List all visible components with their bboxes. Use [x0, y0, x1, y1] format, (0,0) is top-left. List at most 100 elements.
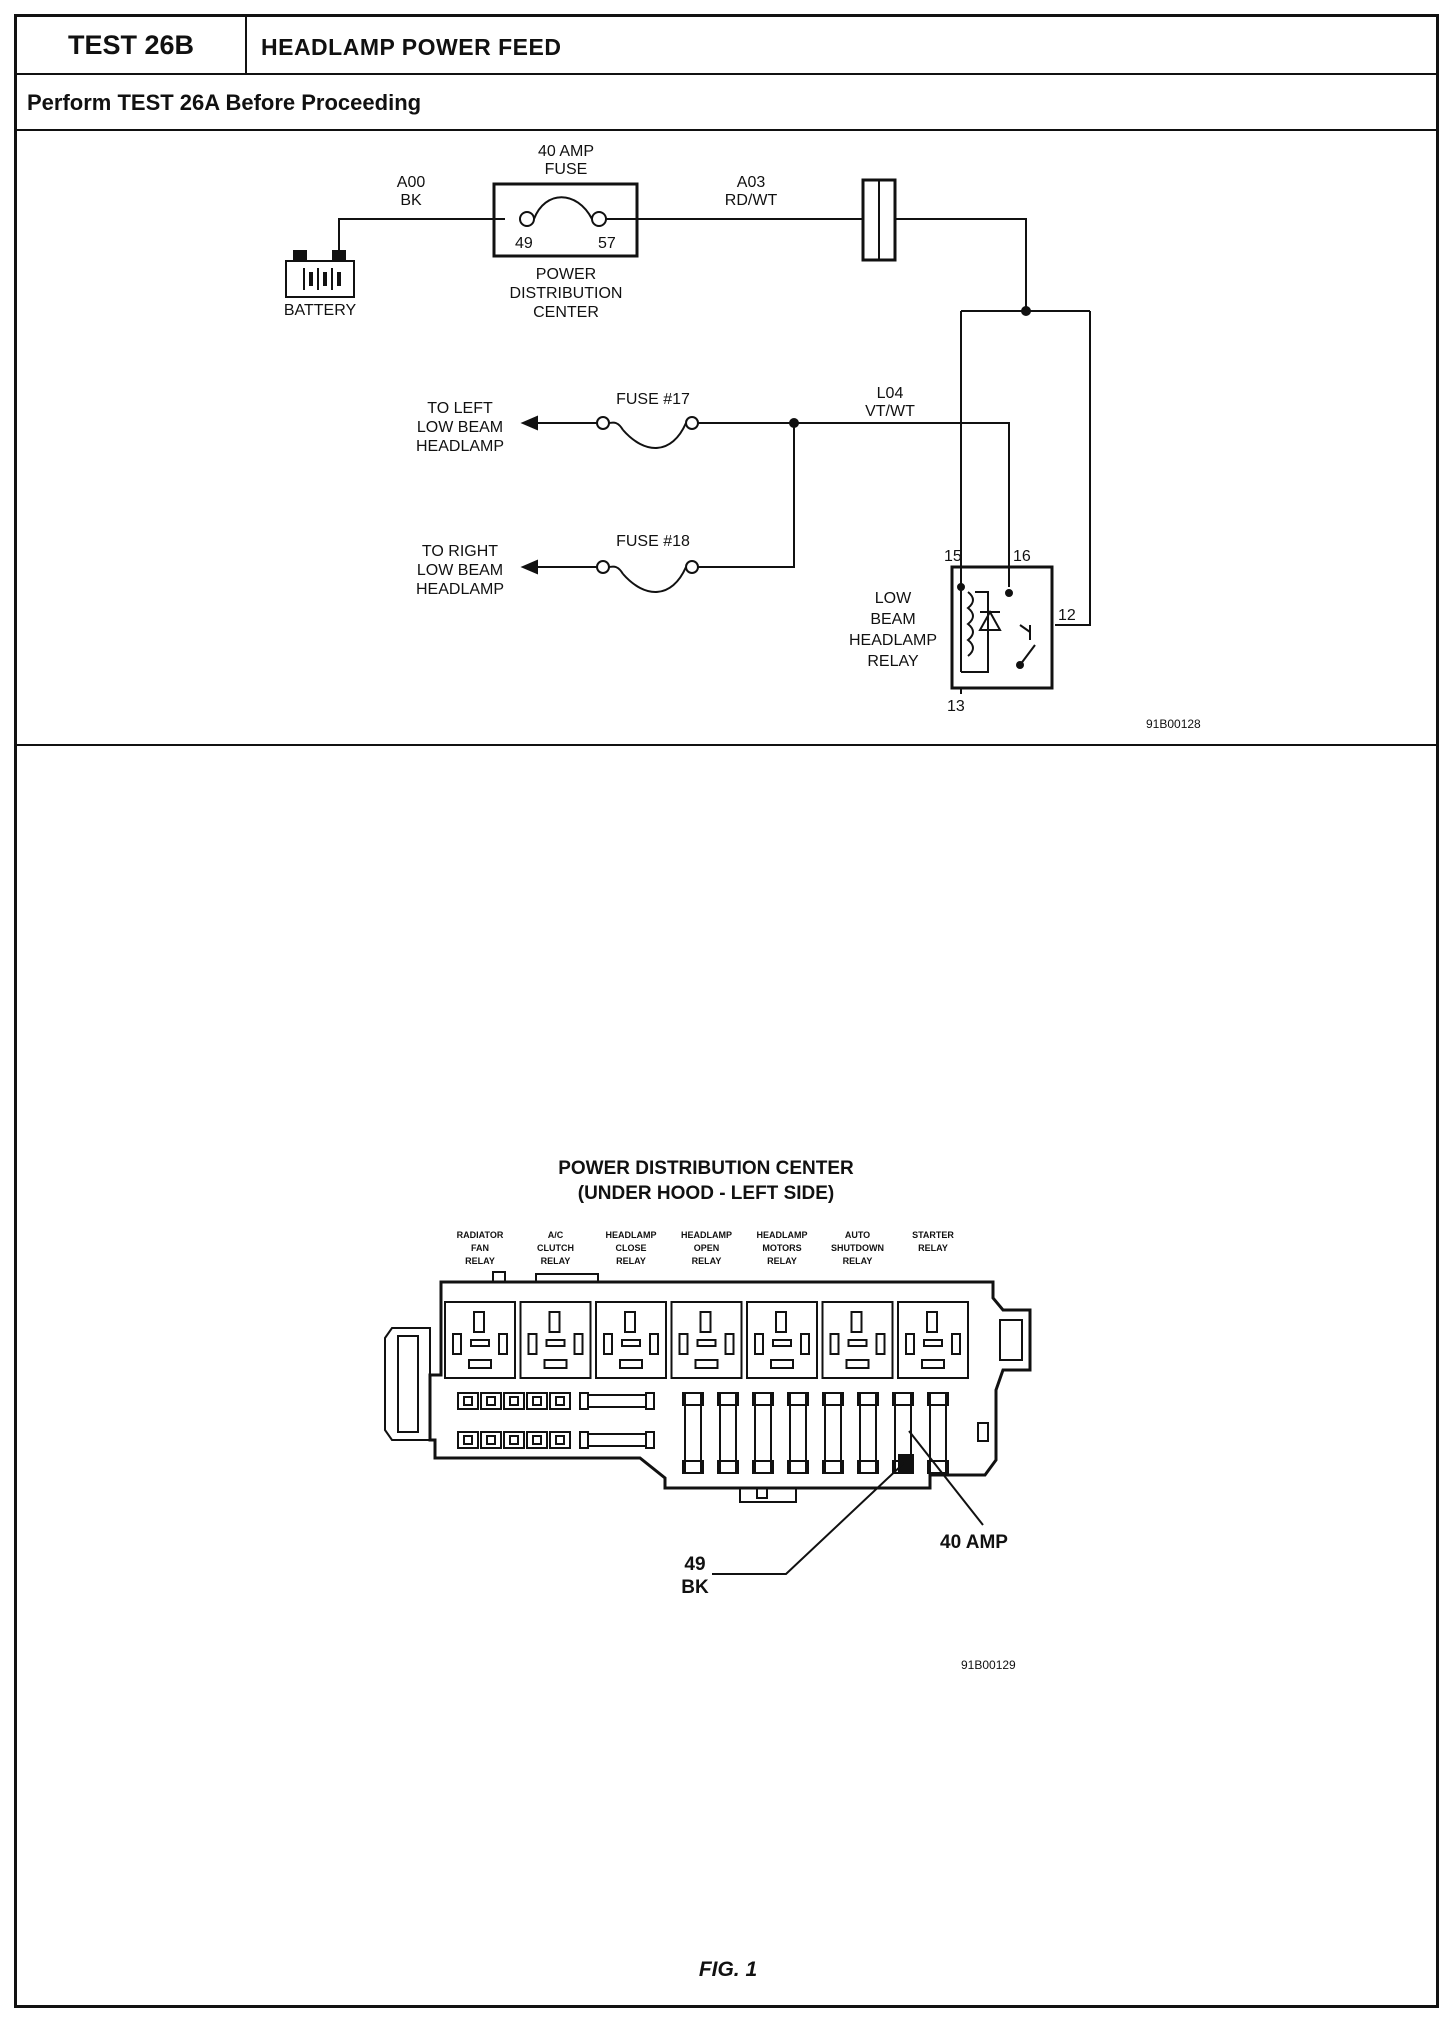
- battery-symbol: [285, 250, 355, 298]
- relay-label-line: CLUTCH: [537, 1243, 574, 1253]
- fuse-40-pin-in: 49: [515, 235, 533, 252]
- mini-fuse: [457, 1431, 479, 1449]
- maxi-fuse: [787, 1392, 809, 1474]
- fuse-17-label: FUSE #17: [616, 391, 690, 408]
- relay-label-line: RELAY: [616, 1256, 646, 1266]
- relay-label-line: RADIATOR: [457, 1230, 504, 1240]
- fuse-rows: [457, 1392, 949, 1474]
- header-row: TEST 26B HEADLAMP POWER FEED: [17, 17, 1436, 75]
- mini-fuse: [549, 1431, 571, 1449]
- relay-socket: [519, 1301, 592, 1379]
- panel-divider: [17, 744, 1436, 746]
- relay-label-line: CLOSE: [615, 1243, 646, 1253]
- wire-a03-circuit: A03: [737, 174, 766, 191]
- test-title: HEADLAMP POWER FEED: [261, 34, 562, 60]
- header-divider: [17, 129, 1436, 131]
- test-number: TEST 26B: [17, 17, 247, 73]
- fuse-17: [535, 416, 794, 449]
- wire-a03-continued: [895, 218, 1027, 311]
- arrow-right-headlamp: [520, 559, 538, 575]
- fuse-40-pin-out: 57: [598, 235, 616, 252]
- mini-fuse: [526, 1392, 548, 1410]
- pin-49-marker: [898, 1454, 914, 1472]
- schematic-figure-id: 91B00128: [1146, 717, 1201, 731]
- maxi-fuse: [717, 1392, 739, 1474]
- cartridge-fuse: [579, 1431, 655, 1449]
- mini-fuse: [503, 1392, 525, 1410]
- relay-label-line: RELAY: [843, 1256, 873, 1266]
- left-headlamp-3: HEADLAMP: [416, 438, 504, 455]
- wire-a03-color: RD/WT: [725, 192, 778, 209]
- cartridge-fuse: [579, 1392, 655, 1410]
- relay-label-line: FAN: [471, 1243, 489, 1253]
- mini-fuse: [549, 1392, 571, 1410]
- right-headlamp-3: HEADLAMP: [416, 581, 504, 598]
- relay-label-4: RELAY: [867, 653, 919, 670]
- relay-pin-16: 16: [1013, 548, 1031, 565]
- relay-pin-15: 15: [944, 548, 962, 565]
- pdc-housing: [384, 1271, 1032, 1503]
- relay-label-line: HEADLAMP: [757, 1230, 808, 1240]
- callout-49-pin: 49: [684, 1554, 705, 1575]
- mini-fuse: [457, 1392, 479, 1410]
- battery-label: BATTERY: [284, 302, 357, 319]
- relay-pin-12: 12: [1058, 607, 1076, 624]
- relay-label-line: AUTO: [845, 1230, 870, 1240]
- relay-label-3: HEADLAMP: [849, 632, 937, 649]
- maxi-fuse: [857, 1392, 879, 1474]
- fuse-18-label: FUSE #18: [616, 533, 690, 550]
- fuse-18: [535, 560, 699, 593]
- relay-label-line: OPEN: [694, 1243, 720, 1253]
- fuse-40-label-1: 40 AMP: [538, 143, 594, 160]
- relay-socket: [746, 1301, 818, 1379]
- mini-fuse: [526, 1431, 548, 1449]
- relay-label-line: RELAY: [465, 1256, 495, 1266]
- left-headlamp-1: TO LEFT: [427, 400, 493, 417]
- relay-label-line: HEADLAMP: [606, 1230, 657, 1240]
- mini-fuse: [480, 1431, 502, 1449]
- pdc-label-2: DISTRIBUTION: [510, 285, 623, 302]
- relay-label-line: RELAY: [692, 1256, 722, 1266]
- maxi-fuse: [682, 1392, 704, 1474]
- relay-socket: [595, 1301, 667, 1379]
- wire-a00-color: BK: [400, 192, 422, 209]
- callout-49-color: BK: [681, 1577, 709, 1598]
- relay-pin-13: 13: [947, 698, 965, 715]
- callout-line-49: [712, 1462, 905, 1575]
- page-frame: TEST 26B HEADLAMP POWER FEED Perform TES…: [14, 14, 1439, 2008]
- arrow-left-headlamp: [520, 415, 538, 431]
- callout-line-40amp: [908, 1430, 984, 1526]
- callout-40amp: 40 AMP: [940, 1532, 1008, 1553]
- maxi-fuse: [752, 1392, 774, 1474]
- mini-fuse: [480, 1392, 502, 1410]
- pdc-title-1: POWER DISTRIBUTION CENTER: [558, 1158, 854, 1179]
- left-headlamp-2: LOW BEAM: [417, 419, 503, 436]
- relay-socket: [897, 1301, 969, 1379]
- relay-label-line: RELAY: [767, 1256, 797, 1266]
- wire-a00: [338, 218, 505, 251]
- wire-to-pin-12: [1055, 311, 1091, 626]
- relay-labels: RADIATOR FAN RELAY A/C CLUTCH RELAY HEADLAMP CL…: [457, 1230, 955, 1266]
- relay-label-line: RELAY: [918, 1243, 948, 1253]
- relay-label-line: RELAY: [541, 1256, 571, 1266]
- pdc-label-3: CENTER: [533, 304, 599, 321]
- maxi-fuse: [927, 1392, 949, 1474]
- wire-a00-circuit: A00: [397, 174, 426, 191]
- fuse-40-label-2: FUSE: [545, 161, 588, 178]
- relay-label-line: A/C: [548, 1230, 564, 1240]
- mini-fuse: [503, 1431, 525, 1449]
- relay-sockets: [444, 1301, 969, 1379]
- relay-label-line: SHUTDOWN: [831, 1243, 884, 1253]
- figure-caption: FIG. 1: [698, 1958, 758, 1981]
- low-beam-relay: [950, 565, 1054, 694]
- relay-socket: [444, 1301, 516, 1379]
- pdc-figure-id: 91B00129: [961, 1658, 1016, 1672]
- relay-socket: [670, 1301, 743, 1379]
- relay-socket: [821, 1301, 894, 1379]
- right-headlamp-1: TO RIGHT: [422, 543, 498, 560]
- prerequisite-note: Perform TEST 26A Before Proceeding: [27, 90, 422, 115]
- relay-label-line: HEADLAMP: [681, 1230, 732, 1240]
- relay-label-1: LOW: [875, 590, 912, 607]
- pdc-title-2: (UNDER HOOD - LEFT SIDE): [578, 1183, 835, 1204]
